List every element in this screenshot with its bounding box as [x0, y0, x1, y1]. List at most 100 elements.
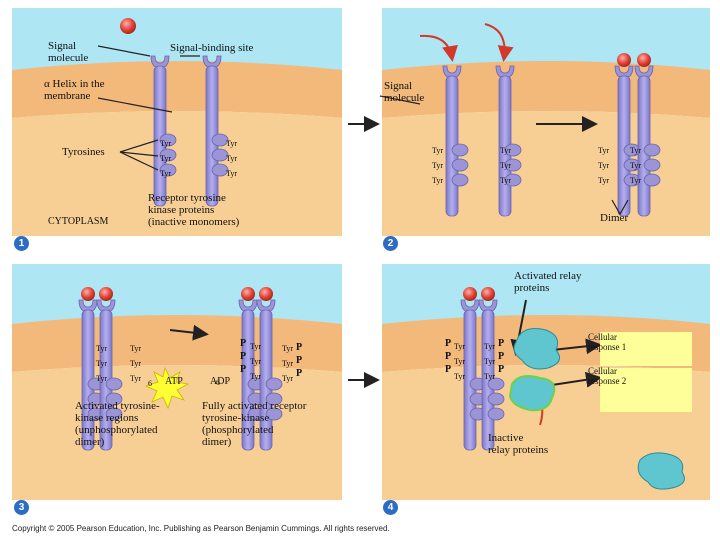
kinase-domain	[159, 148, 177, 162]
phosphate-label: P	[240, 351, 247, 362]
activated-kinase-label: Activated tyrosine- kinase regions (unph…	[75, 400, 160, 448]
dimer-label: Dimer	[600, 212, 629, 224]
signal-molecule-icon	[81, 287, 95, 301]
kinase-domain	[487, 377, 505, 391]
phosphate-label: P	[498, 338, 505, 349]
adp-label: ADP	[210, 376, 231, 387]
step-3-badge: 3	[14, 500, 29, 515]
phosphate-label: P	[240, 338, 247, 349]
signal-molecule-icon	[120, 18, 136, 34]
tyr-label: Tyr	[160, 169, 171, 178]
signal-molecule-label: Signal molecule	[48, 40, 89, 64]
tyr-label: Tyr	[500, 176, 511, 185]
receptor-tyrosine-kinase-label: Receptor tyrosine kinase proteins (inact…	[148, 192, 240, 228]
tyr-label: Tyr	[484, 342, 495, 351]
kinase-domain	[451, 173, 469, 187]
tyr-label: Tyr	[96, 359, 107, 368]
panel-2-signal-molecule-label: Signal molecule	[384, 80, 425, 104]
tyr-label: Tyr	[484, 357, 495, 366]
cellular-response-1-label: Cellular response 1	[588, 332, 627, 352]
cellular-response-1-box	[600, 332, 692, 366]
kinase-domain	[451, 158, 469, 172]
tyrosines-label: Tyrosines	[62, 146, 105, 158]
kinase-domain	[211, 148, 229, 162]
cellular-response-2-label: Cellular response 2	[588, 366, 627, 386]
panel-1-background	[12, 8, 342, 236]
signal-molecule-icon	[241, 287, 255, 301]
tyr-label: Tyr	[598, 176, 609, 185]
kinase-domain	[105, 407, 123, 421]
tyr-label: Tyr	[454, 342, 465, 351]
tyr-label: Tyr	[130, 359, 141, 368]
tyr-label: Tyr	[454, 372, 465, 381]
phosphate-label: P	[498, 364, 505, 375]
kinase-domain	[487, 407, 505, 421]
adp-count: 6	[216, 378, 220, 387]
signal-molecule-icon	[259, 287, 273, 301]
kinase-domain	[265, 392, 283, 406]
tyr-label: Tyr	[454, 357, 465, 366]
tyr-label: Tyr	[130, 374, 141, 383]
panel-1-pointer-lines	[97, 45, 421, 171]
tyr-label: Tyr	[282, 344, 293, 353]
tyr-label: Tyr	[432, 161, 443, 170]
inactive-relay-label: Inactive relay proteins	[488, 432, 549, 456]
atp-label: ATP	[165, 376, 183, 387]
phosphate-label: P	[296, 368, 303, 379]
tyr-label: Tyr	[598, 146, 609, 155]
kinase-domain	[105, 392, 123, 406]
phosphate-label: P	[296, 342, 303, 353]
tyr-label: Tyr	[598, 161, 609, 170]
alpha-helix-label: α Helix in the membrane	[44, 78, 105, 102]
activated-relay-label: Activated relay proteins	[514, 270, 582, 294]
tyr-label: Tyr	[432, 176, 443, 185]
phosphate-label: P	[445, 338, 452, 349]
tyr-label: Tyr	[226, 154, 237, 163]
kinase-domain	[643, 158, 661, 172]
cytoplasm-label: CYTOPLASM	[48, 216, 109, 227]
phosphate-label: P	[240, 364, 247, 375]
tyr-label: Tyr	[484, 372, 495, 381]
tyr-label: Tyr	[160, 154, 171, 163]
dimer-bracket	[611, 199, 629, 216]
tyr-label: Tyr	[96, 374, 107, 383]
tyr-label: Tyr	[226, 169, 237, 178]
kinase-domain	[265, 377, 283, 391]
phosphate-label: P	[498, 351, 505, 362]
tyr-label: Tyr	[250, 342, 261, 351]
kinase-domain	[643, 173, 661, 187]
relay-proteins	[508, 328, 685, 490]
starburst-icon	[144, 366, 190, 410]
tyr-label: Tyr	[250, 372, 261, 381]
panel-2-background	[382, 8, 710, 236]
kinase-domain	[211, 163, 229, 177]
tyr-label: Tyr	[500, 161, 511, 170]
kinase-domain	[211, 133, 229, 147]
tyr-label: Tyr	[226, 139, 237, 148]
tyr-label: Tyr	[630, 146, 641, 155]
signal-molecule-icon	[99, 287, 113, 301]
phosphate-label: P	[445, 364, 452, 375]
tyr-label: Tyr	[500, 146, 511, 155]
kinase-domain	[504, 173, 522, 187]
step-1-badge: 1	[14, 236, 29, 251]
step-2-badge: 2	[383, 236, 398, 251]
signal-molecule-icon	[481, 287, 495, 301]
tyr-label: Tyr	[630, 161, 641, 170]
phosphate-label: P	[445, 351, 452, 362]
tyr-label: Tyr	[282, 359, 293, 368]
signal-molecule-icon	[637, 53, 651, 67]
kinase-domain	[487, 392, 505, 406]
tyr-label: Tyr	[432, 146, 443, 155]
fully-activated-label: Fully activated receptor tyrosine-kinase…	[202, 400, 307, 448]
kinase-domain	[265, 407, 283, 421]
kinase-domain	[159, 163, 177, 177]
kinase-domain	[451, 143, 469, 157]
atp-count: 6	[148, 379, 152, 388]
kinase-domain	[504, 143, 522, 157]
tyr-label: Tyr	[630, 176, 641, 185]
kinase-domain	[504, 158, 522, 172]
tyr-label: Tyr	[250, 357, 261, 366]
